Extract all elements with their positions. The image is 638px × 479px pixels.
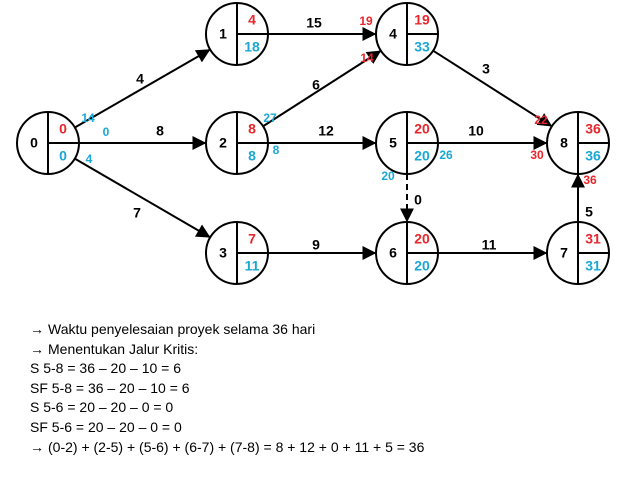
node-id: 5: [389, 135, 397, 151]
note-line-2: →Menentukan Jalur Kritis:: [30, 340, 424, 360]
node-id: 7: [560, 245, 568, 261]
arrow-right-icon: →: [30, 340, 44, 357]
node-id: 1: [219, 26, 227, 42]
node-id: 2: [219, 135, 227, 151]
label-20-blue: 20: [381, 169, 395, 183]
node-early-time: 4: [248, 12, 256, 28]
label-22-red: 22: [534, 113, 548, 127]
note-line-7: →(0-2) + (2-5) + (5-6) + (6-7) + (7-8) =…: [30, 438, 424, 458]
node-7: 7 31 31: [546, 221, 610, 285]
node-early-time: 36: [585, 121, 601, 137]
label-14-red: 14: [360, 51, 374, 65]
node-late-time: 8: [248, 148, 256, 164]
activity-arrows: [74, 27, 585, 260]
label-0-blue: 0: [103, 125, 110, 139]
node-6: 6 20 20: [375, 221, 439, 285]
note-line-5: S 5-6 = 20 – 20 – 0 = 0: [30, 399, 174, 416]
arrow-right-icon: →: [30, 321, 44, 337]
label-19-red: 19: [359, 14, 373, 28]
node-early-time: 8: [248, 121, 256, 137]
node-late-time: 33: [414, 39, 430, 55]
arrow-2-4: [262, 50, 382, 128]
node-8: 8 36 36: [546, 111, 610, 175]
node-early-time: 20: [414, 231, 430, 247]
node-3: 3 7 11: [205, 221, 269, 285]
node-late-time: 0: [59, 148, 67, 164]
duration-1-4: 15: [306, 15, 322, 31]
notes-block: →Waktu penyelesaian proyek selama 36 har…: [30, 320, 424, 457]
node-1: 1 4 18: [205, 2, 269, 66]
label-8-blue: 8: [273, 143, 280, 157]
node-late-time: 36: [585, 148, 601, 164]
duration-6-7: 11: [482, 237, 497, 253]
node-id: 0: [30, 135, 38, 151]
node-early-time: 0: [59, 121, 67, 137]
node-id: 8: [560, 135, 568, 151]
duration-3-6: 9: [312, 237, 320, 253]
note-text-7: (0-2) + (2-5) + (5-6) + (6-7) + (7-8) = …: [48, 438, 425, 455]
duration-7-8: 5: [585, 204, 593, 220]
duration-2-5: 12: [318, 123, 334, 139]
duration-2-4: 6: [312, 77, 320, 93]
note-line-4: SF 5-8 = 36 – 20 – 10 = 6: [30, 379, 190, 396]
duration-5-8: 10: [468, 123, 484, 139]
node-early-time: 7: [248, 231, 256, 247]
note-text-1: Waktu penyelesaian proyek selama 36 hari: [48, 321, 316, 337]
arrow-right-icon: →: [30, 438, 44, 455]
label-36-red: 36: [583, 173, 597, 187]
node-late-time: 20: [414, 258, 430, 274]
label-27-blue: 27: [263, 111, 277, 125]
duration-0-2: 8: [156, 123, 164, 139]
node-id: 4: [389, 26, 397, 42]
node-0: 0 0 0: [16, 111, 80, 175]
node-late-time: 31: [585, 258, 601, 274]
node-id: 3: [219, 245, 227, 261]
node-late-time: 11: [245, 258, 260, 274]
arrow-4-8: [432, 49, 553, 127]
note-line-1: →Waktu penyelesaian proyek selama 36 har…: [30, 320, 424, 340]
arrow-0-1: [74, 49, 211, 129]
node-late-time: 20: [414, 148, 430, 164]
node-5: 5 20 20: [375, 111, 439, 175]
duration-5-6: 0: [414, 192, 422, 208]
note-line-6: SF 5-6 = 20 – 20 – 0 = 0: [30, 418, 182, 435]
note-line-3: S 5-8 = 36 – 20 – 10 = 6: [30, 360, 182, 377]
node-late-time: 18: [244, 39, 260, 55]
label-30-red: 30: [530, 148, 544, 162]
label-26-blue: 26: [439, 148, 453, 162]
duration-0-3: 7: [133, 205, 141, 221]
node-id: 6: [389, 245, 397, 261]
arrow-0-3: [74, 157, 211, 238]
node-2: 2 8 8: [205, 111, 269, 175]
node-4: 4 19 33: [375, 2, 439, 66]
note-text-2: Menentukan Jalur Kritis:: [48, 340, 199, 357]
extra-labels: 14 0 4 27 8 19 14 26 20 22 30 36: [81, 14, 597, 187]
duration-4-8: 3: [482, 61, 490, 77]
node-early-time: 31: [585, 231, 601, 247]
label-4-blue: 4: [86, 152, 93, 166]
node-early-time: 20: [414, 121, 430, 137]
node-early-time: 19: [414, 12, 430, 28]
label-14-blue: 14: [81, 111, 95, 125]
duration-0-1: 4: [136, 71, 144, 87]
